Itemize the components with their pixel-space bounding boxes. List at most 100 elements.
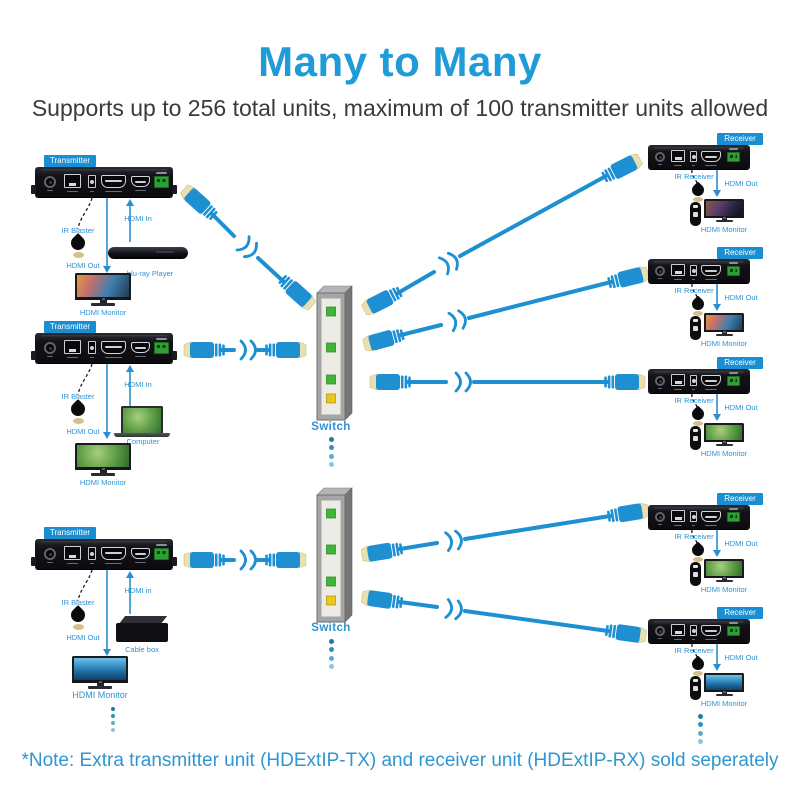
receiver-device [648,145,750,169]
hdmi-out-label: HDMI Out [66,261,100,270]
laptop [114,406,170,437]
monitor-bezel [704,216,744,219]
monitor-stand [721,578,727,580]
ir-receiver-label: IR Receiver [674,532,714,541]
remote-icon [690,562,701,586]
switch-label-1: Switch [311,421,351,433]
ethernet-port [671,264,685,280]
laptop-screen [121,406,163,433]
ir-pad-icon [73,418,84,424]
hdmi-monitor [704,559,744,582]
receiver-unit-5: Receiver IR Receiver HDMI Out HDMI Monit… [645,604,795,749]
monitor-label: HDMI Monitor [700,449,748,458]
mounting-tab [31,557,36,566]
ethernet-cable-sw1-rx3 [369,371,646,393]
hdmi-in-port [131,548,150,563]
ir-receiver-label: IR Receiver [674,286,714,295]
hdmi-out-label: HDMI Out [724,653,758,662]
remote-icon [690,426,701,450]
rj45-plug-icon [369,373,412,391]
ethernet-cable-sw1-rx1 [359,151,645,318]
monitor-base [715,444,733,446]
ir-blaster-icon [68,605,88,625]
rj45-plug-icon [603,373,646,391]
ethernet-port [671,624,685,640]
monitor-screen [704,673,744,690]
receiver-badge: Receiver [717,493,763,505]
hdmi-out-port [701,265,721,280]
power-port [655,626,665,639]
hdmi-monitor [75,443,131,476]
mounting-tab [31,351,36,360]
power-port [655,152,665,165]
ir-blaster-icon [68,233,88,253]
ir-blaster-label: IR Blaster [61,598,95,607]
cable-break-icon [444,529,465,552]
monitor-base [88,686,112,689]
ir-blaster-label: IR Blaster [61,226,95,235]
receiver-unit-3: Receiver IR Receiver HDMI Out HDMI Monit… [645,354,795,469]
ir-pad-icon [73,624,84,630]
ellipsis-dots [326,635,336,673]
hdmi-monitor [704,423,744,446]
ir-receiver-label: IR Receiver [674,172,714,181]
terminal-block [154,544,169,560]
ir-pad-icon [693,197,703,202]
cable-break-icon [239,549,257,571]
hdmi-out-port [701,625,721,640]
mounting-tab [172,351,177,360]
hdmi-in-label: HDMI In [124,214,152,223]
hdmi-monitor [72,656,128,689]
cable-break-icon [239,339,257,361]
transmitter-unit-1: Transmitter HDMI In IR Blaster HDMI Out … [30,152,200,327]
monitor-stand [721,692,727,694]
receiver-badge: Receiver [717,247,763,259]
terminal-block [727,622,740,636]
receiver-device [648,619,750,643]
monitor-bezel [704,690,744,693]
cable-break-icon [235,235,262,262]
ellipsis-dots [108,704,118,735]
hdmi-in-label: HDMI In [124,380,152,389]
terminal-block [727,148,740,162]
mounting-tab [172,185,177,194]
monitor-screen [72,656,128,680]
monitor-stand [99,470,107,473]
receiver-device [648,259,750,283]
transmitter-unit-3: Transmitter HDMI in IR Blaster HDMI Out … [30,524,200,734]
monitor-bezel [704,440,744,443]
ir-receiver-icon [689,405,707,423]
monitor-base [91,303,115,306]
transmitter-device [31,539,177,569]
power-port [655,512,665,525]
ir-port [88,547,96,564]
cable-break-icon [454,371,472,393]
monitor-base [91,473,115,476]
hdmi-out-label: HDMI Out [724,539,758,548]
ethernet-port [64,174,81,192]
source-label: blu-ray Player [126,269,174,278]
page-title: Many to Many [258,38,542,85]
terminal-block [727,372,740,386]
ir-port [690,511,697,526]
ir-port [88,341,96,358]
transmitter-device [31,333,177,363]
hdmi-out-port [701,511,721,526]
monitor-bezel [75,297,131,300]
hdmi-out-label: HDMI Out [724,179,758,188]
ir-receiver-icon [689,181,707,199]
monitor-bezel [704,576,744,579]
rj45-plug-icon [360,588,405,612]
receiver-badge: Receiver [717,607,763,619]
hdmi-out-label: HDMI Out [724,293,758,302]
monitor-label: HDMI Monitor [700,225,748,234]
monitor-label: HDMI Monitor [79,308,127,317]
ir-receiver-icon [689,295,707,313]
monitor-label: HDMI Monitor [700,699,748,708]
monitor-label: HDMI Monitor [79,478,127,487]
footnote: *Note: Extra transmitter unit (HDExtIP-T… [21,750,779,771]
power-port [655,376,665,389]
ir-port [690,151,697,166]
monitor-label: HDMI Monitor [700,585,748,594]
